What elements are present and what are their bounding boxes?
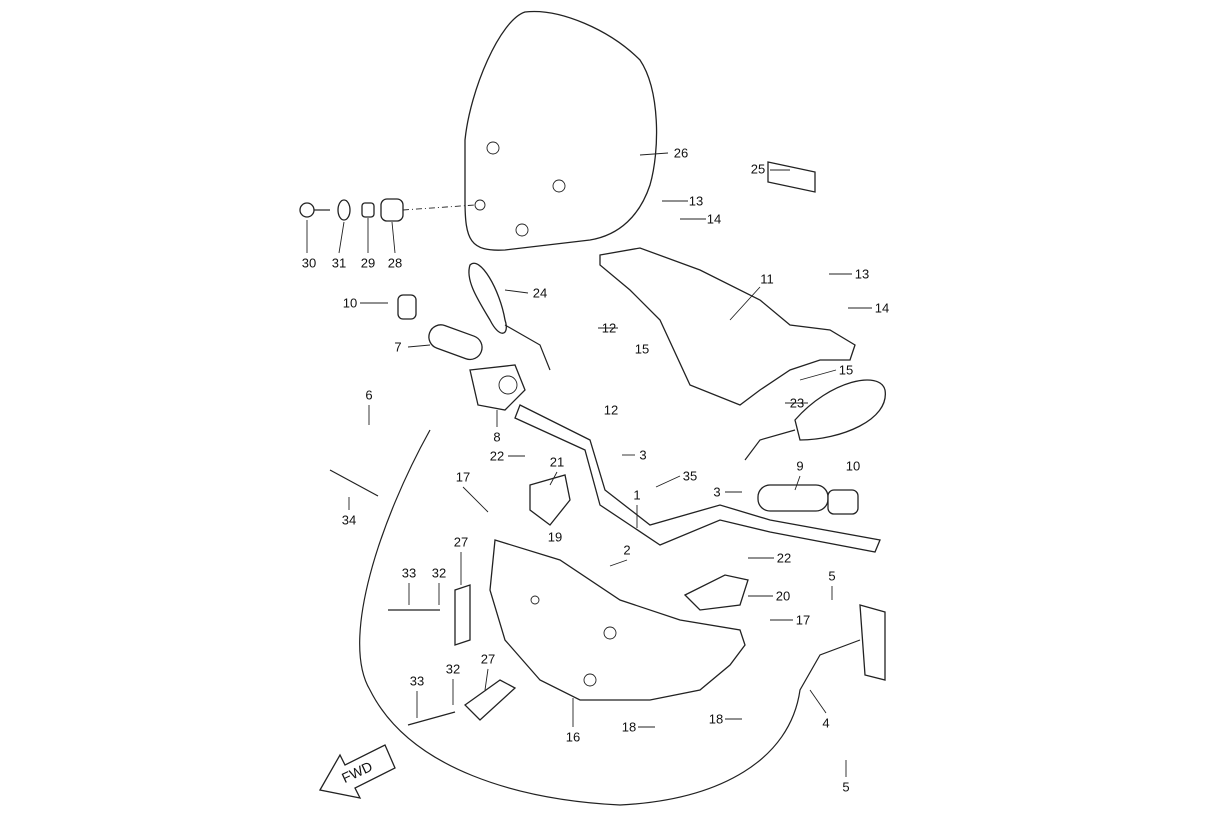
part-callout-13: 13 <box>854 266 870 282</box>
windshield <box>464 10 658 251</box>
part-callout-28: 28 <box>387 255 403 271</box>
part-callout-32: 32 <box>431 565 447 581</box>
part-callout-1: 1 <box>633 487 641 503</box>
part-callout-8: 8 <box>493 429 501 445</box>
part-callout-3: 3 <box>713 484 721 500</box>
handlebar <box>514 404 881 553</box>
part-callout-33: 33 <box>401 565 417 581</box>
part-callout-21: 21 <box>549 454 565 470</box>
part-callout-25: 25 <box>750 161 766 177</box>
left-grip <box>428 324 483 361</box>
part-callout-15: 15 <box>838 362 854 378</box>
part-callout-24: 24 <box>532 285 548 301</box>
part-callout-29: 29 <box>360 255 376 271</box>
part-callout-12: 12 <box>601 320 617 336</box>
right-grip <box>757 484 829 512</box>
part-callout-7: 7 <box>394 339 402 355</box>
upper-cover <box>599 247 856 406</box>
cable <box>359 429 861 806</box>
part-callout-3: 3 <box>639 447 647 463</box>
part-callout-18: 18 <box>621 719 637 735</box>
part-callout-35: 35 <box>682 468 698 484</box>
part-callout-30: 30 <box>301 255 317 271</box>
part-callout-22: 22 <box>489 448 505 464</box>
part-callout-34: 34 <box>341 512 357 528</box>
lower-cover <box>489 539 746 701</box>
right-mirror <box>794 379 886 441</box>
part-callout-19: 19 <box>547 529 563 545</box>
part-callout-20: 20 <box>775 588 791 604</box>
part-callout-31: 31 <box>331 255 347 271</box>
part-callout-5: 5 <box>828 568 836 584</box>
part-callout-13: 13 <box>688 193 704 209</box>
part-callout-17: 17 <box>795 612 811 628</box>
part-callout-26: 26 <box>673 145 689 161</box>
left-mirror <box>468 262 507 334</box>
part-callout-22: 22 <box>776 550 792 566</box>
part-callout-11: 11 <box>760 271 774 287</box>
part-callout-15: 15 <box>634 341 650 357</box>
part-callout-16: 16 <box>565 729 581 745</box>
part-callout-12: 12 <box>603 402 619 418</box>
part-callout-14: 14 <box>706 211 722 227</box>
part-callout-32: 32 <box>445 661 461 677</box>
part-callout-2: 2 <box>623 542 631 558</box>
part-callout-18: 18 <box>708 711 724 727</box>
part-callout-17: 17 <box>455 469 471 485</box>
part-callout-27: 27 <box>480 651 496 667</box>
fwd-arrow <box>318 744 396 799</box>
part-callout-27: 27 <box>453 534 469 550</box>
part-callout-23: 23 <box>789 395 805 411</box>
part-callout-4: 4 <box>822 715 830 731</box>
part-callout-6: 6 <box>365 387 373 403</box>
part-callout-14: 14 <box>874 300 890 316</box>
sticker <box>767 161 816 193</box>
part-callout-5: 5 <box>842 779 850 795</box>
part-callout-10: 10 <box>845 458 861 474</box>
part-callout-9: 9 <box>796 458 804 474</box>
part-callout-10: 10 <box>342 295 358 311</box>
part-callout-33: 33 <box>409 673 425 689</box>
